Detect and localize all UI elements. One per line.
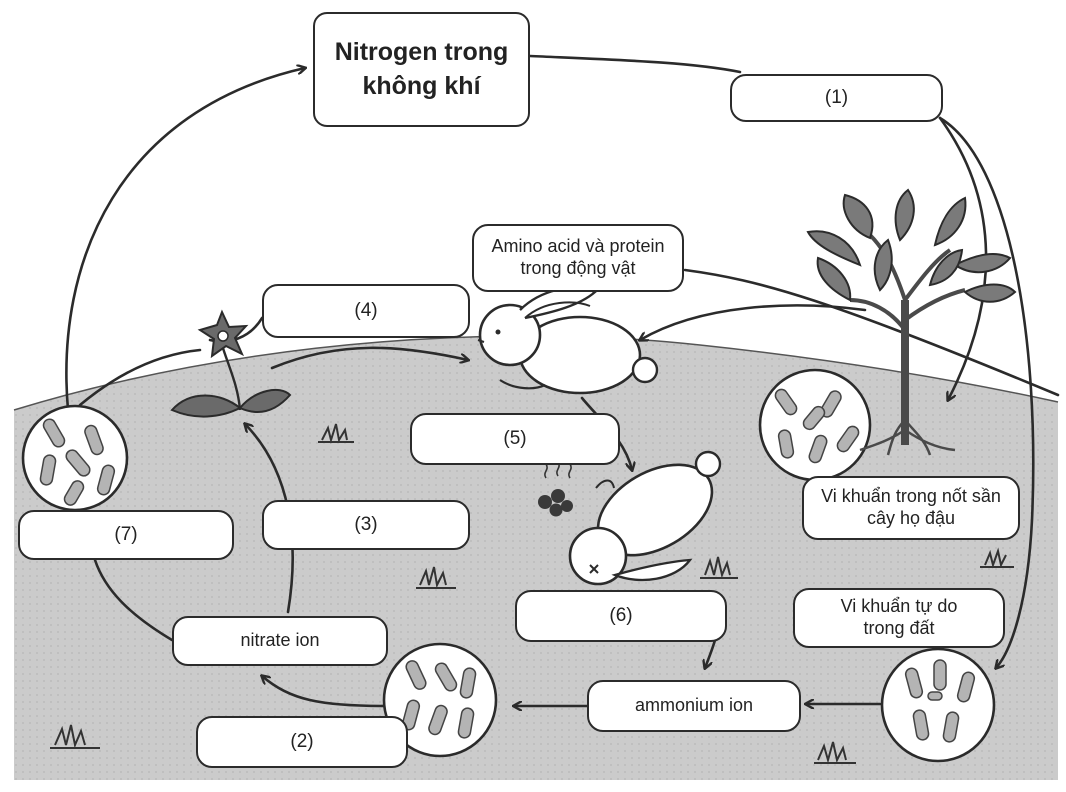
animal-protein-box: Amino acid và protein trong động vật	[472, 224, 684, 292]
legume-plant-icon	[806, 188, 1017, 456]
title-box: Nitrogen trong không khí	[313, 12, 530, 127]
blank-2-box[interactable]: (2)	[196, 716, 408, 768]
nitrate-ion-box: nitrate ion	[172, 616, 388, 666]
blank-1-box[interactable]: (1)	[730, 74, 943, 122]
nitrate-ion-label: nitrate ion	[240, 630, 320, 651]
blank-6-label: (6)	[609, 604, 633, 626]
blank-7-box[interactable]: (7)	[18, 510, 234, 560]
droppings-icon	[538, 461, 573, 517]
blank-3-label: (3)	[354, 513, 378, 535]
dead-rabbit-icon	[568, 450, 722, 586]
blank-2-label: (2)	[290, 730, 314, 752]
flower-sprout-icon	[170, 309, 292, 418]
blank-3-box[interactable]: (3)	[262, 500, 470, 550]
ammonium-ion-box: ammonium ion	[587, 680, 801, 732]
nodule-bacteria-line-2: cây họ đậu	[866, 508, 956, 528]
bacteria-circle-nodule	[758, 368, 872, 482]
bacteria-circle-free	[880, 647, 996, 763]
nodule-bacteria-box: Vi khuẩn trong nốt sần cây họ đậu	[802, 476, 1020, 540]
title-line-1: Nitrogen trong	[334, 37, 509, 66]
free-bacteria-box: Vi khuẩn tự do trong đất	[793, 588, 1005, 648]
free-bacteria-line-2: trong đất	[863, 618, 935, 638]
grass-tuft-icons	[50, 423, 1014, 764]
blank-4-label: (4)	[354, 299, 378, 321]
free-bacteria-line-1: Vi khuẩn tự do	[840, 596, 958, 617]
connector-lines	[65, 54, 1060, 706]
blank-4-box[interactable]: (4)	[262, 284, 470, 338]
blank-7-label: (7)	[114, 523, 138, 545]
bacteria-circle-middle	[382, 642, 498, 758]
animal-protein-line-2: trong động vật	[520, 258, 636, 278]
blank-6-box[interactable]: (6)	[515, 590, 727, 642]
blank-5-label: (5)	[503, 427, 527, 449]
title-line-2: không khí	[362, 71, 481, 100]
blank-5-box[interactable]: (5)	[410, 413, 620, 465]
animal-protein-line-1: Amino acid và protein	[491, 236, 665, 257]
blank-1-label: (1)	[824, 86, 849, 108]
nodule-bacteria-line-1: Vi khuẩn trong nốt sần	[821, 486, 1001, 507]
bacteria-circle-left	[21, 404, 129, 512]
ammonium-ion-label: ammonium ion	[634, 695, 754, 716]
rabbit-icon	[477, 286, 659, 395]
